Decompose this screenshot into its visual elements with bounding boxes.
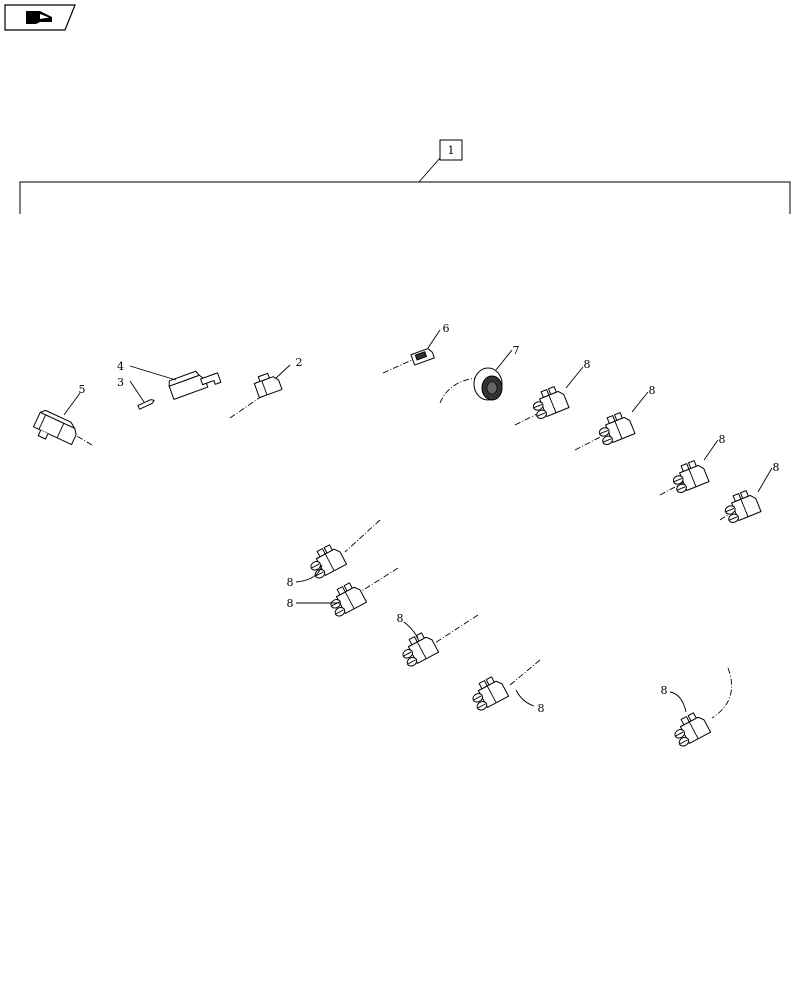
connector-8	[330, 582, 368, 617]
connector-6	[410, 348, 435, 366]
callout-6: 6	[443, 322, 450, 335]
connector-8	[402, 632, 440, 667]
connector-8	[472, 676, 510, 711]
harness-wires	[89, 370, 731, 671]
callout-8: 8	[584, 358, 591, 371]
connector-8	[598, 412, 636, 445]
nav-tab[interactable]	[4, 4, 76, 31]
callout-5: 5	[79, 383, 86, 396]
connector-5	[32, 409, 77, 446]
connector-8	[724, 490, 762, 523]
connector-8	[674, 712, 712, 747]
connector-7	[473, 367, 503, 401]
callout-8: 8	[397, 612, 404, 625]
connector-2	[253, 372, 283, 399]
callout-7: 7	[513, 344, 520, 357]
callout-8: 8	[719, 433, 726, 446]
callout-8: 8	[773, 461, 780, 474]
assembly-bracket	[19, 181, 791, 214]
assembly-callout: 1	[418, 139, 463, 183]
callout-3: 3	[117, 376, 124, 389]
callout-8: 8	[538, 702, 545, 715]
callout-labels: 4 3 5 2 6 7 8 8 8 8 8 8 8 8 8	[79, 322, 780, 715]
weatherpack-connectors	[310, 386, 762, 747]
callout-2: 2	[296, 356, 303, 369]
terminal-3	[137, 399, 155, 410]
connector-8	[310, 544, 348, 579]
callout-8: 8	[649, 384, 656, 397]
connector-4	[168, 370, 222, 400]
leader-lines	[63, 329, 773, 713]
callout-4: 4	[117, 360, 124, 373]
assembly-lines	[69, 359, 736, 719]
callout-8: 8	[287, 597, 294, 610]
hand-pointer-icon	[26, 11, 52, 24]
connector-8	[532, 386, 570, 419]
connector-8	[672, 460, 710, 493]
callout-8: 8	[661, 684, 668, 697]
assembly-callout-label: 1	[448, 144, 455, 157]
callout-8: 8	[287, 576, 294, 589]
